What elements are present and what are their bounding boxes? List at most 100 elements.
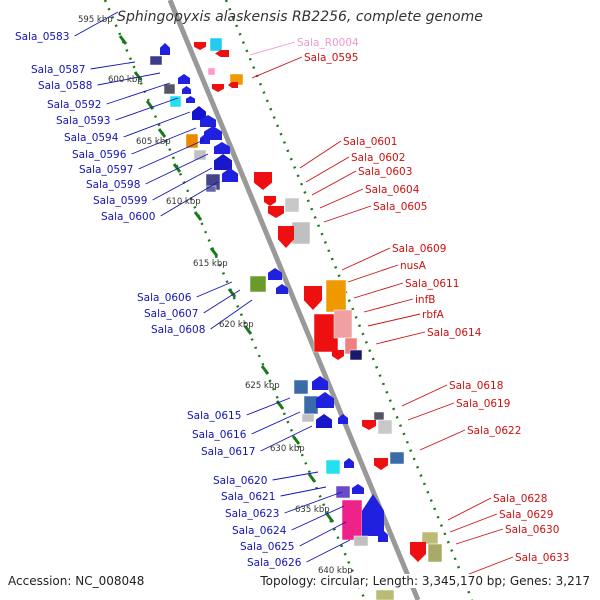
gene-arrow (268, 268, 282, 280)
leader-line (152, 167, 213, 201)
leader-line (323, 205, 372, 223)
gene-label: Sala_0599 (93, 195, 147, 207)
gene-box (284, 197, 300, 213)
gene-arrow (160, 43, 170, 55)
gene-label: Sala_0593 (56, 115, 110, 127)
gene-arrow (378, 530, 388, 542)
right-gene-labels: Sala_R0004Sala_0595Sala_0601Sala_0602Sal… (249, 37, 569, 577)
leader-line (90, 61, 136, 70)
leader-line (196, 281, 233, 298)
gene-label: Sala_0604 (365, 184, 420, 196)
ruler-mark (209, 247, 219, 257)
kbp-tick-label: 595 kbp (78, 15, 113, 25)
gene-label: Sala_R0004 (297, 37, 359, 49)
gene-arrow (212, 84, 224, 92)
gene-label: Sala_0602 (351, 152, 405, 164)
gene-arrow (374, 458, 388, 470)
leader-line (115, 97, 179, 121)
gene-label: Sala_0603 (358, 166, 412, 178)
leader-line (299, 140, 342, 169)
gene-box (335, 485, 351, 499)
ruler-mark (307, 473, 317, 483)
gene-box (325, 279, 347, 313)
gene-label: Sala_0607 (144, 308, 198, 320)
gene-box (149, 55, 163, 66)
gene-arrow (215, 50, 229, 57)
leader-line (251, 411, 301, 435)
gene-arrow (338, 414, 348, 424)
ruler-mark (325, 513, 335, 523)
gene-label: Sala_0633 (515, 552, 569, 564)
gene-box (373, 411, 385, 421)
leader-line (353, 282, 404, 299)
leader-line (138, 139, 205, 170)
gene-arrow (204, 126, 222, 140)
leader-line (291, 505, 345, 531)
gene-box (293, 379, 309, 395)
kbp-tick-label: 635 kbp (295, 505, 330, 515)
gene-label: Sala_0616 (192, 429, 247, 441)
gene-box (375, 589, 395, 600)
gene-label: infB (415, 294, 435, 306)
gene-label: Sala_0622 (467, 425, 521, 437)
ruler-mark (227, 288, 237, 298)
gene-label: Sala_0594 (64, 132, 119, 144)
gene-box (185, 133, 199, 149)
gene-label: Sala_0583 (15, 31, 69, 43)
kbp-tick-label: 600 kbp (108, 75, 143, 85)
leader-line (272, 471, 319, 481)
gene-box (325, 459, 341, 475)
gene-arrow (276, 284, 288, 294)
ruler-mark (260, 365, 270, 375)
kbp-tick-label: 630 kbp (270, 444, 305, 454)
leader-line (305, 156, 350, 183)
gene-arrow (362, 494, 384, 536)
gene-arrow (304, 286, 322, 310)
gene-box (349, 349, 363, 361)
gene-label: Sala_0609 (392, 243, 446, 255)
gene-box (193, 149, 207, 161)
leader-line (375, 331, 426, 345)
gene-arrow (254, 172, 272, 190)
gene-label: Sala_0611 (405, 278, 459, 290)
gene-label: Sala_0608 (151, 324, 205, 336)
gene-features (149, 37, 443, 600)
leader-line (419, 429, 466, 451)
leader-line (74, 11, 119, 37)
kbp-tick-label: 605 kbp (136, 137, 171, 147)
gene-label: Sala_0621 (221, 491, 275, 503)
leader-line (319, 188, 364, 209)
gene-box (377, 419, 393, 435)
ruler-mark (157, 128, 167, 138)
genome-title: Sphingopyxis alaskensis RB2256, complete… (117, 9, 483, 25)
gene-label: Sala_0614 (427, 327, 482, 339)
leader-line (251, 56, 303, 79)
gene-label: Sala_0600 (101, 211, 155, 223)
gene-arrow (228, 82, 238, 88)
gene-label: Sala_0597 (79, 164, 133, 176)
ruler-mark (172, 163, 182, 173)
leader-line (210, 299, 253, 330)
gene-arrow (194, 42, 206, 50)
gene-arrow (182, 86, 191, 94)
left-gene-labels: Sala_0583Sala_0587Sala_0588Sala_0592Sala… (15, 11, 351, 569)
gene-box (209, 37, 223, 52)
gene-box (249, 275, 267, 293)
gene-arrow (200, 134, 210, 144)
ruler-mark (145, 100, 155, 110)
gene-box (341, 499, 363, 541)
gene-label: Sala_0595 (304, 52, 358, 64)
left-ruler-line (103, 0, 367, 600)
leader-line (280, 486, 327, 497)
leader-line (260, 425, 313, 452)
leader-line (160, 181, 219, 217)
kbp-tick-label: 610 kbp (166, 197, 201, 207)
kbp-tick-label: 640 kbp (318, 566, 353, 576)
gene-label: Sala_0592 (47, 99, 101, 111)
leader-line (299, 521, 347, 547)
leader-line (311, 170, 357, 196)
gene-box (333, 309, 353, 339)
kbp-tick-label: 625 kbp (245, 381, 280, 391)
